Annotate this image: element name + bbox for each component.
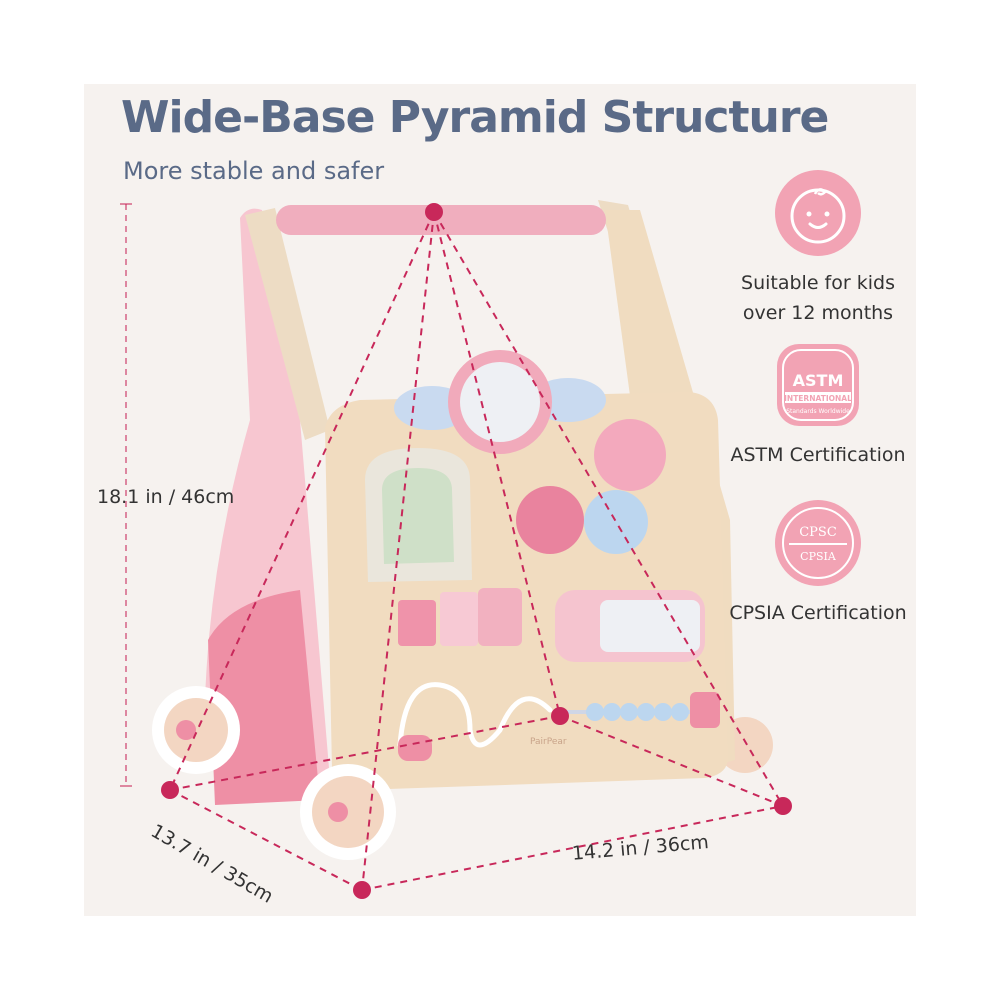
astm-badge-icon: ASTM INTERNATIONAL Standards Worldwide: [777, 344, 859, 426]
feature-age-line2: over 12 months: [742, 302, 894, 324]
baby-face-icon: [775, 170, 861, 256]
base-right-dot: [774, 797, 792, 815]
gear-middle: [516, 486, 584, 554]
base-back-dot: [551, 707, 569, 725]
base-front-dot: [353, 881, 371, 899]
feature-age-line1: Suitable for kids: [741, 272, 895, 294]
gear-top: [594, 419, 666, 491]
feature-age: Suitable for kids over 12 months: [718, 170, 918, 328]
astm-badge-top: ASTM: [793, 371, 844, 390]
page-title: Wide-Base Pyramid Structure: [121, 92, 829, 143]
apex-dot: [425, 203, 443, 221]
cpsc-cpsia-badge-icon: CPSC CPSIA: [775, 500, 861, 586]
astm-badge-bottom: Standards Worldwide: [786, 408, 850, 415]
feature-astm: ASTM INTERNATIONAL Standards Worldwide A…: [718, 342, 918, 470]
height-dimension-label: 18.1 in / 46cm: [97, 486, 235, 508]
page-subtitle: More stable and safer: [123, 157, 385, 185]
door: [382, 468, 454, 564]
feature-cpsia-label: CPSIA Certification: [729, 602, 907, 624]
cpsc-badge-top: CPSC: [799, 525, 837, 540]
cpsia-badge-bottom: CPSIA: [800, 550, 837, 563]
feature-astm-label: ASTM Certification: [730, 444, 906, 466]
base-left-dot: [161, 781, 179, 799]
gear-right: [584, 490, 648, 554]
brand-label: PairPear: [530, 737, 567, 747]
handle-bar: [276, 205, 606, 235]
pyramid-guide-lines: [169, 211, 784, 891]
astm-badge-mid: INTERNATIONAL: [784, 394, 852, 403]
feature-cpsia: CPSC CPSIA CPSIA Certification: [718, 500, 918, 628]
